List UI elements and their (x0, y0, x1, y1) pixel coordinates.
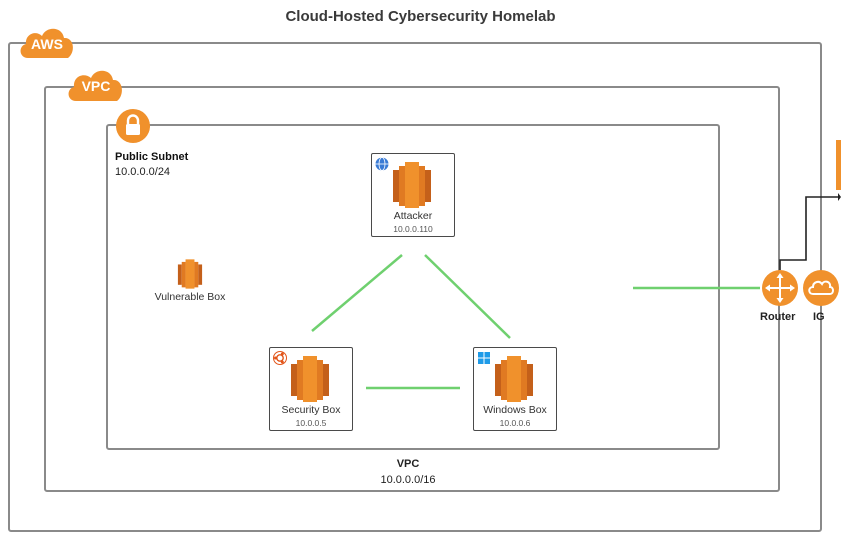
windows-box-node[interactable]: Windows Box 10.0.0.6 (473, 347, 557, 431)
ig-label: IG (813, 311, 825, 323)
vulnerable-box-node[interactable]: Vulnerable Box (140, 258, 240, 308)
subnet-cidr: 10.0.0.0/24 (115, 166, 171, 178)
aws-label: AWS (31, 36, 63, 52)
router-icon (762, 270, 798, 306)
lock-icon (115, 108, 151, 144)
ec2-instance-icon (495, 356, 533, 402)
vpc-cidr: 10.0.0.0/16 (380, 474, 436, 486)
router-node[interactable] (760, 268, 800, 308)
router-label: Router (760, 311, 796, 323)
vpc-cloud-icon (68, 70, 122, 101)
security-box-name: Security Box (281, 404, 341, 416)
internet-gateway-node[interactable] (802, 268, 841, 308)
aws-cloud-badge: AWS (16, 22, 78, 62)
offscreen-element (836, 140, 841, 190)
ec2-instance-icon (393, 162, 431, 208)
vpc-cloud-badge: VPC (64, 64, 128, 104)
attacker-node[interactable]: Attacker 10.0.0.110 (371, 153, 455, 237)
diagram-title: Cloud-Hosted Cybersecurity Homelab (285, 8, 556, 25)
ubuntu-icon (273, 351, 287, 365)
ec2-instance-icon (177, 259, 203, 289)
link-router-upstream (779, 196, 838, 270)
aws-cloud-icon (20, 28, 73, 58)
attacker-name: Attacker (393, 210, 433, 222)
security-box-ip: 10.0.0.5 (295, 418, 327, 428)
vpc-caption: VPC (396, 458, 420, 470)
arrow-head-icon (838, 193, 841, 201)
subnet-label: Public Subnet (115, 151, 189, 163)
globe-icon (375, 157, 389, 171)
windows-box-name: Windows Box (483, 404, 547, 416)
link-attacker-security (311, 254, 403, 332)
attacker-ip: 10.0.0.110 (393, 224, 433, 234)
link-attacker-windows (424, 254, 511, 339)
ec2-instance-icon (291, 356, 329, 402)
windows-box-ip: 10.0.0.6 (499, 418, 531, 428)
vulnerable-box-name: Vulnerable Box (154, 291, 226, 303)
internet-gateway-icon (803, 270, 839, 306)
windows-icon (478, 352, 490, 364)
security-box-node[interactable]: Security Box 10.0.0.5 (269, 347, 353, 431)
vpc-badge-label: VPC (81, 78, 111, 94)
